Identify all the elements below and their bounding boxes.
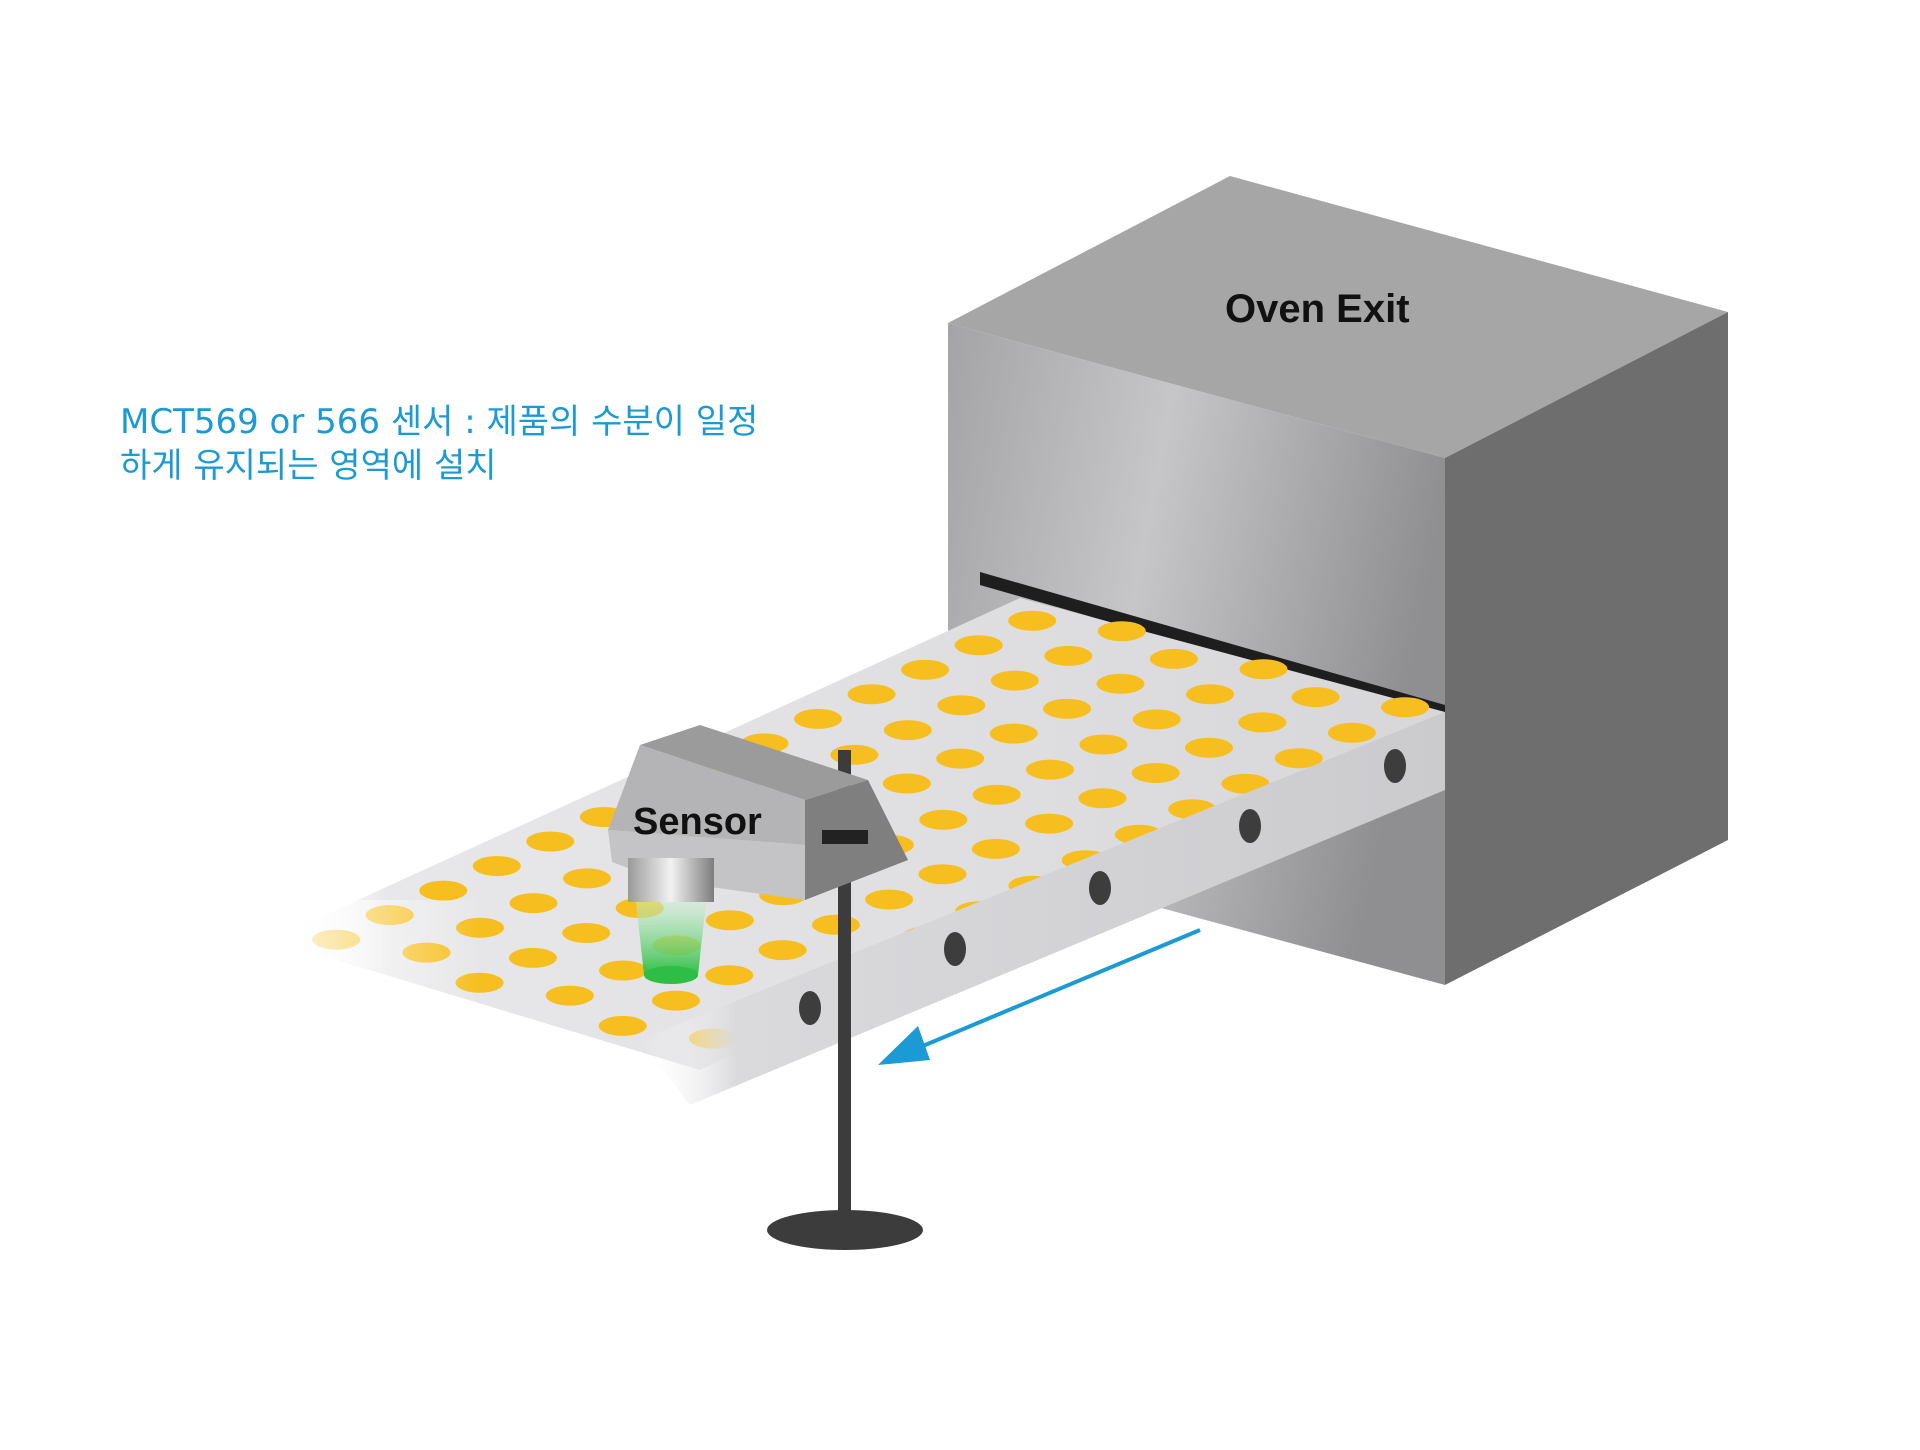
product-piece — [509, 893, 558, 914]
product-piece — [508, 947, 557, 968]
product-piece — [883, 720, 932, 741]
product-piece — [989, 723, 1038, 744]
oven-side-face — [1445, 312, 1728, 985]
product-piece — [972, 784, 1021, 805]
product-piece — [1078, 788, 1127, 809]
product-piece — [1026, 759, 1074, 780]
product-piece — [918, 864, 967, 885]
rail-hole — [799, 991, 821, 1025]
rail-hole — [944, 932, 966, 966]
installation-caption: MCT569 or 566 센서 : 제품의 수분이 일정 하게 유지되는 영역… — [120, 400, 880, 488]
product-piece — [811, 914, 860, 935]
product-piece — [472, 856, 521, 876]
product-piece — [901, 659, 950, 680]
product-piece — [1044, 645, 1093, 666]
product-piece — [1131, 763, 1180, 783]
product-piece — [1327, 722, 1376, 743]
product-piece — [545, 985, 594, 1006]
rail-holes — [799, 749, 1406, 1025]
product-piece — [1025, 813, 1074, 834]
rail-hole — [1089, 871, 1111, 905]
beam-spot — [644, 966, 698, 984]
product-piece — [882, 773, 931, 794]
product-piece — [1008, 610, 1057, 631]
product-piece — [919, 809, 968, 830]
stand-clamp — [822, 830, 868, 844]
sensor-top-face — [640, 725, 868, 800]
product-piece — [794, 708, 842, 729]
product-piece — [990, 670, 1039, 691]
product-piece — [705, 910, 754, 931]
product-piece — [652, 990, 700, 1011]
product-piece — [1381, 697, 1430, 718]
direction-arrow — [878, 928, 1201, 1065]
caption-line-2: 하게 유지되는 영역에 설치 — [120, 446, 497, 486]
product-piece — [865, 889, 914, 910]
caption-line-1: MCT569 or 566 센서 : 제품의 수분이 일정 — [120, 402, 759, 442]
product-piece — [1291, 687, 1340, 708]
belt-fade — [250, 900, 480, 1110]
product-piece — [1185, 737, 1233, 758]
product-piece — [563, 868, 611, 889]
product-piece — [598, 1015, 647, 1036]
product-piece — [705, 965, 754, 986]
arrow-head — [878, 1026, 930, 1065]
product-piece — [971, 838, 1020, 859]
product-piece — [758, 940, 807, 961]
oven-top-face — [948, 176, 1728, 458]
sensor-front-face — [608, 745, 805, 845]
product-piece — [1097, 621, 1146, 642]
product-piece — [1239, 659, 1288, 680]
rail-hole — [1239, 809, 1261, 843]
sensor-label: Sensor — [633, 801, 762, 843]
product-piece — [936, 748, 985, 769]
product-piece — [1096, 673, 1145, 694]
product-piece — [1132, 709, 1181, 730]
product-piece — [1186, 684, 1235, 705]
product-piece — [1079, 734, 1128, 755]
product-piece — [847, 684, 896, 705]
product-piece — [562, 923, 611, 943]
product-piece — [419, 880, 468, 901]
sensor-lens — [628, 858, 714, 902]
product-piece — [599, 960, 648, 981]
oven-exit-label: Oven Exit — [1225, 287, 1410, 331]
product-piece — [937, 695, 986, 716]
product-piece — [1043, 698, 1092, 719]
sensor — [608, 725, 908, 984]
product-piece — [1274, 748, 1323, 769]
product-piece — [830, 744, 879, 765]
product-piece — [1238, 712, 1287, 733]
sensor-beam — [636, 902, 706, 975]
product-piece — [1149, 648, 1198, 669]
rail-hole — [1384, 749, 1406, 783]
product-piece — [954, 635, 1003, 656]
product-piece — [526, 831, 575, 852]
stand-base — [767, 1210, 923, 1250]
